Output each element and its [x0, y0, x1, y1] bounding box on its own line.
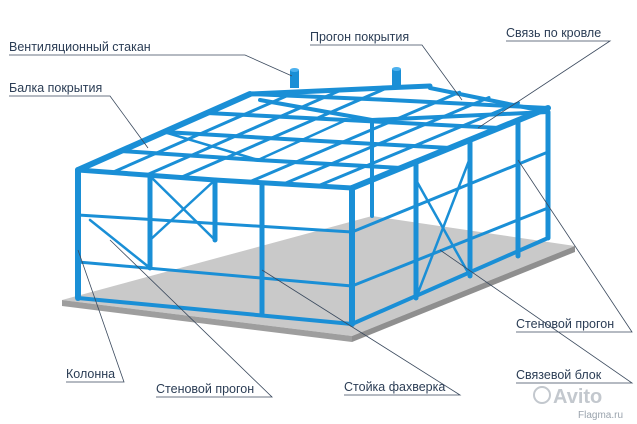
steel-frame	[75, 83, 551, 327]
avito-watermark: Avito	[533, 386, 602, 409]
foundation-slab-edge-right	[352, 246, 575, 342]
wall-purlin	[76, 260, 354, 288]
roof-purlin	[316, 101, 520, 188]
roof-brace	[162, 130, 260, 162]
foundation-slab-edge	[62, 300, 352, 342]
cross-brace	[414, 156, 472, 300]
wall-purlin	[76, 213, 354, 234]
roof-rafter	[205, 111, 348, 122]
roof-rafter	[388, 98, 550, 110]
label-wall-purlin-right: Стеновой прогон	[516, 317, 615, 331]
leader-gable-post	[261, 269, 462, 396]
label-roof-bracing: Связь по кровле	[506, 26, 602, 40]
leader-lines	[9, 40, 634, 398]
roof-purlin	[110, 90, 297, 174]
leader-vent	[9, 54, 293, 77]
back-rafter	[258, 98, 374, 122]
vent-stacks	[290, 67, 401, 88]
label-gable-post: Стойка фахверка	[344, 380, 446, 394]
roof-purlin	[247, 90, 461, 184]
avito-logo-icon	[533, 386, 551, 404]
label-vent-stack: Вентиляционный стакан	[9, 40, 151, 54]
wall-purlin	[350, 150, 550, 234]
foundation-slab	[62, 216, 575, 336]
cross-brace	[148, 174, 217, 242]
leader-bracing-block	[439, 249, 634, 384]
roof-brace	[256, 118, 348, 162]
cross-brace	[148, 178, 217, 242]
leader-wall-purlin-bottom	[109, 239, 273, 398]
roof-rafter	[248, 92, 392, 102]
roof-brace	[448, 126, 501, 150]
label-roof-beam: Балка покрытия	[9, 81, 103, 95]
leader-roof-beam	[9, 95, 149, 149]
roof-purlin	[145, 89, 342, 177]
roof-brace	[399, 146, 452, 170]
label-roof-purlin: Прогон покрытия	[310, 30, 410, 44]
avito-text: Avito	[553, 386, 603, 408]
label-bracing-block: Связевой блок	[516, 368, 602, 382]
label-column: Колонна	[66, 367, 116, 381]
label-wall-purlin-bottom: Стеновой прогон	[156, 382, 255, 396]
leader-roof-purlin	[310, 44, 463, 101]
roof-purlin	[282, 96, 491, 186]
base-beam	[350, 236, 550, 326]
flagma-watermark: Flagma.ru	[578, 410, 624, 421]
base-beam	[76, 296, 354, 326]
roof-purlin	[179, 87, 387, 179]
wall-purlin	[350, 206, 550, 288]
leader-wall-purlin-right	[516, 159, 633, 333]
cross-brace	[88, 218, 152, 270]
leader-column	[66, 249, 125, 383]
leader-roof-bracing	[477, 40, 612, 129]
